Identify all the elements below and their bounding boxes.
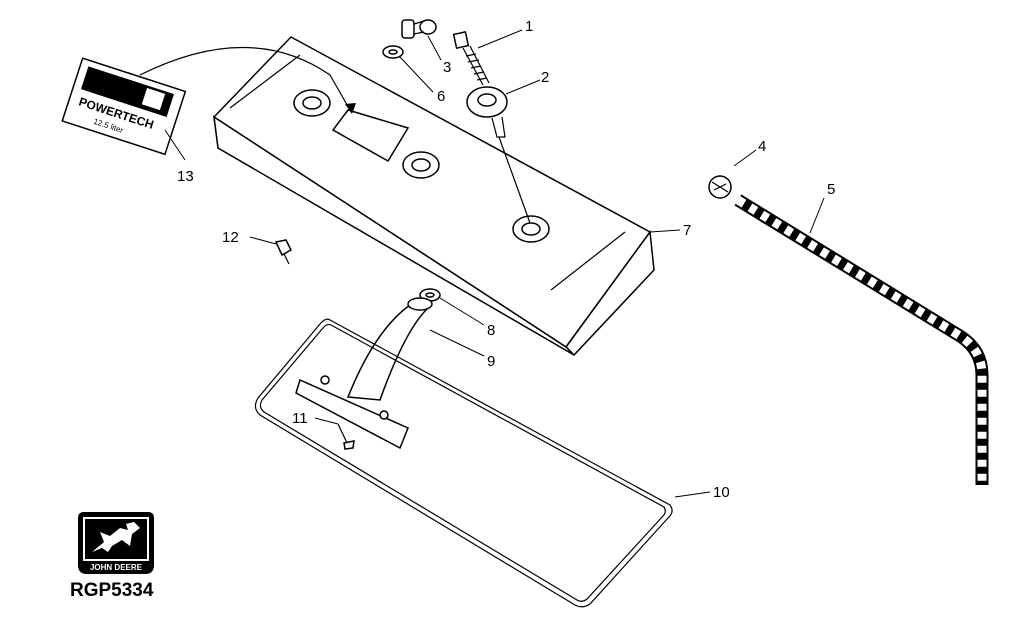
oil-baffle-bracket <box>295 297 433 450</box>
sealing-washer <box>382 45 404 59</box>
elbow-fitting <box>401 19 437 39</box>
callout-10: 10 <box>713 484 730 501</box>
arrow-head <box>345 103 356 114</box>
hex-nut <box>274 239 292 265</box>
callout-2: 2 <box>541 69 549 86</box>
rocker-arm-cover <box>212 36 655 357</box>
cover-gasket <box>254 318 673 608</box>
hose-connector <box>708 175 732 199</box>
callout-11: 11 <box>292 410 308 427</box>
callout-labels: 1 2 3 4 5 6 7 8 9 10 11 12 13 <box>177 18 835 501</box>
logo-brand-text: JOHN DEERE <box>90 563 143 572</box>
callout-5: 5 <box>827 181 835 198</box>
callout-7: 7 <box>683 222 691 239</box>
callout-8: 8 <box>487 322 495 339</box>
john-deere-logo: JOHN DEERE <box>78 512 154 574</box>
breather-hose <box>734 194 989 485</box>
callout-3: 3 <box>443 59 451 76</box>
baffle-screw <box>337 423 355 450</box>
leader-lines <box>164 29 825 498</box>
decal-placement-arrow <box>139 47 351 111</box>
callout-6: 6 <box>437 88 445 105</box>
callout-9: 9 <box>487 353 495 370</box>
callout-4: 4 <box>758 138 766 155</box>
callout-12: 12 <box>222 229 239 246</box>
callout-1: 1 <box>525 18 533 35</box>
cap-screw <box>452 31 490 86</box>
grommet <box>466 86 531 224</box>
leaping-deer-icon <box>92 522 140 552</box>
callout-13: 13 <box>177 168 194 185</box>
engine-decal: POWERTECH 12.5 liter <box>61 57 187 156</box>
figure-id-label: RGP5334 <box>70 580 154 601</box>
